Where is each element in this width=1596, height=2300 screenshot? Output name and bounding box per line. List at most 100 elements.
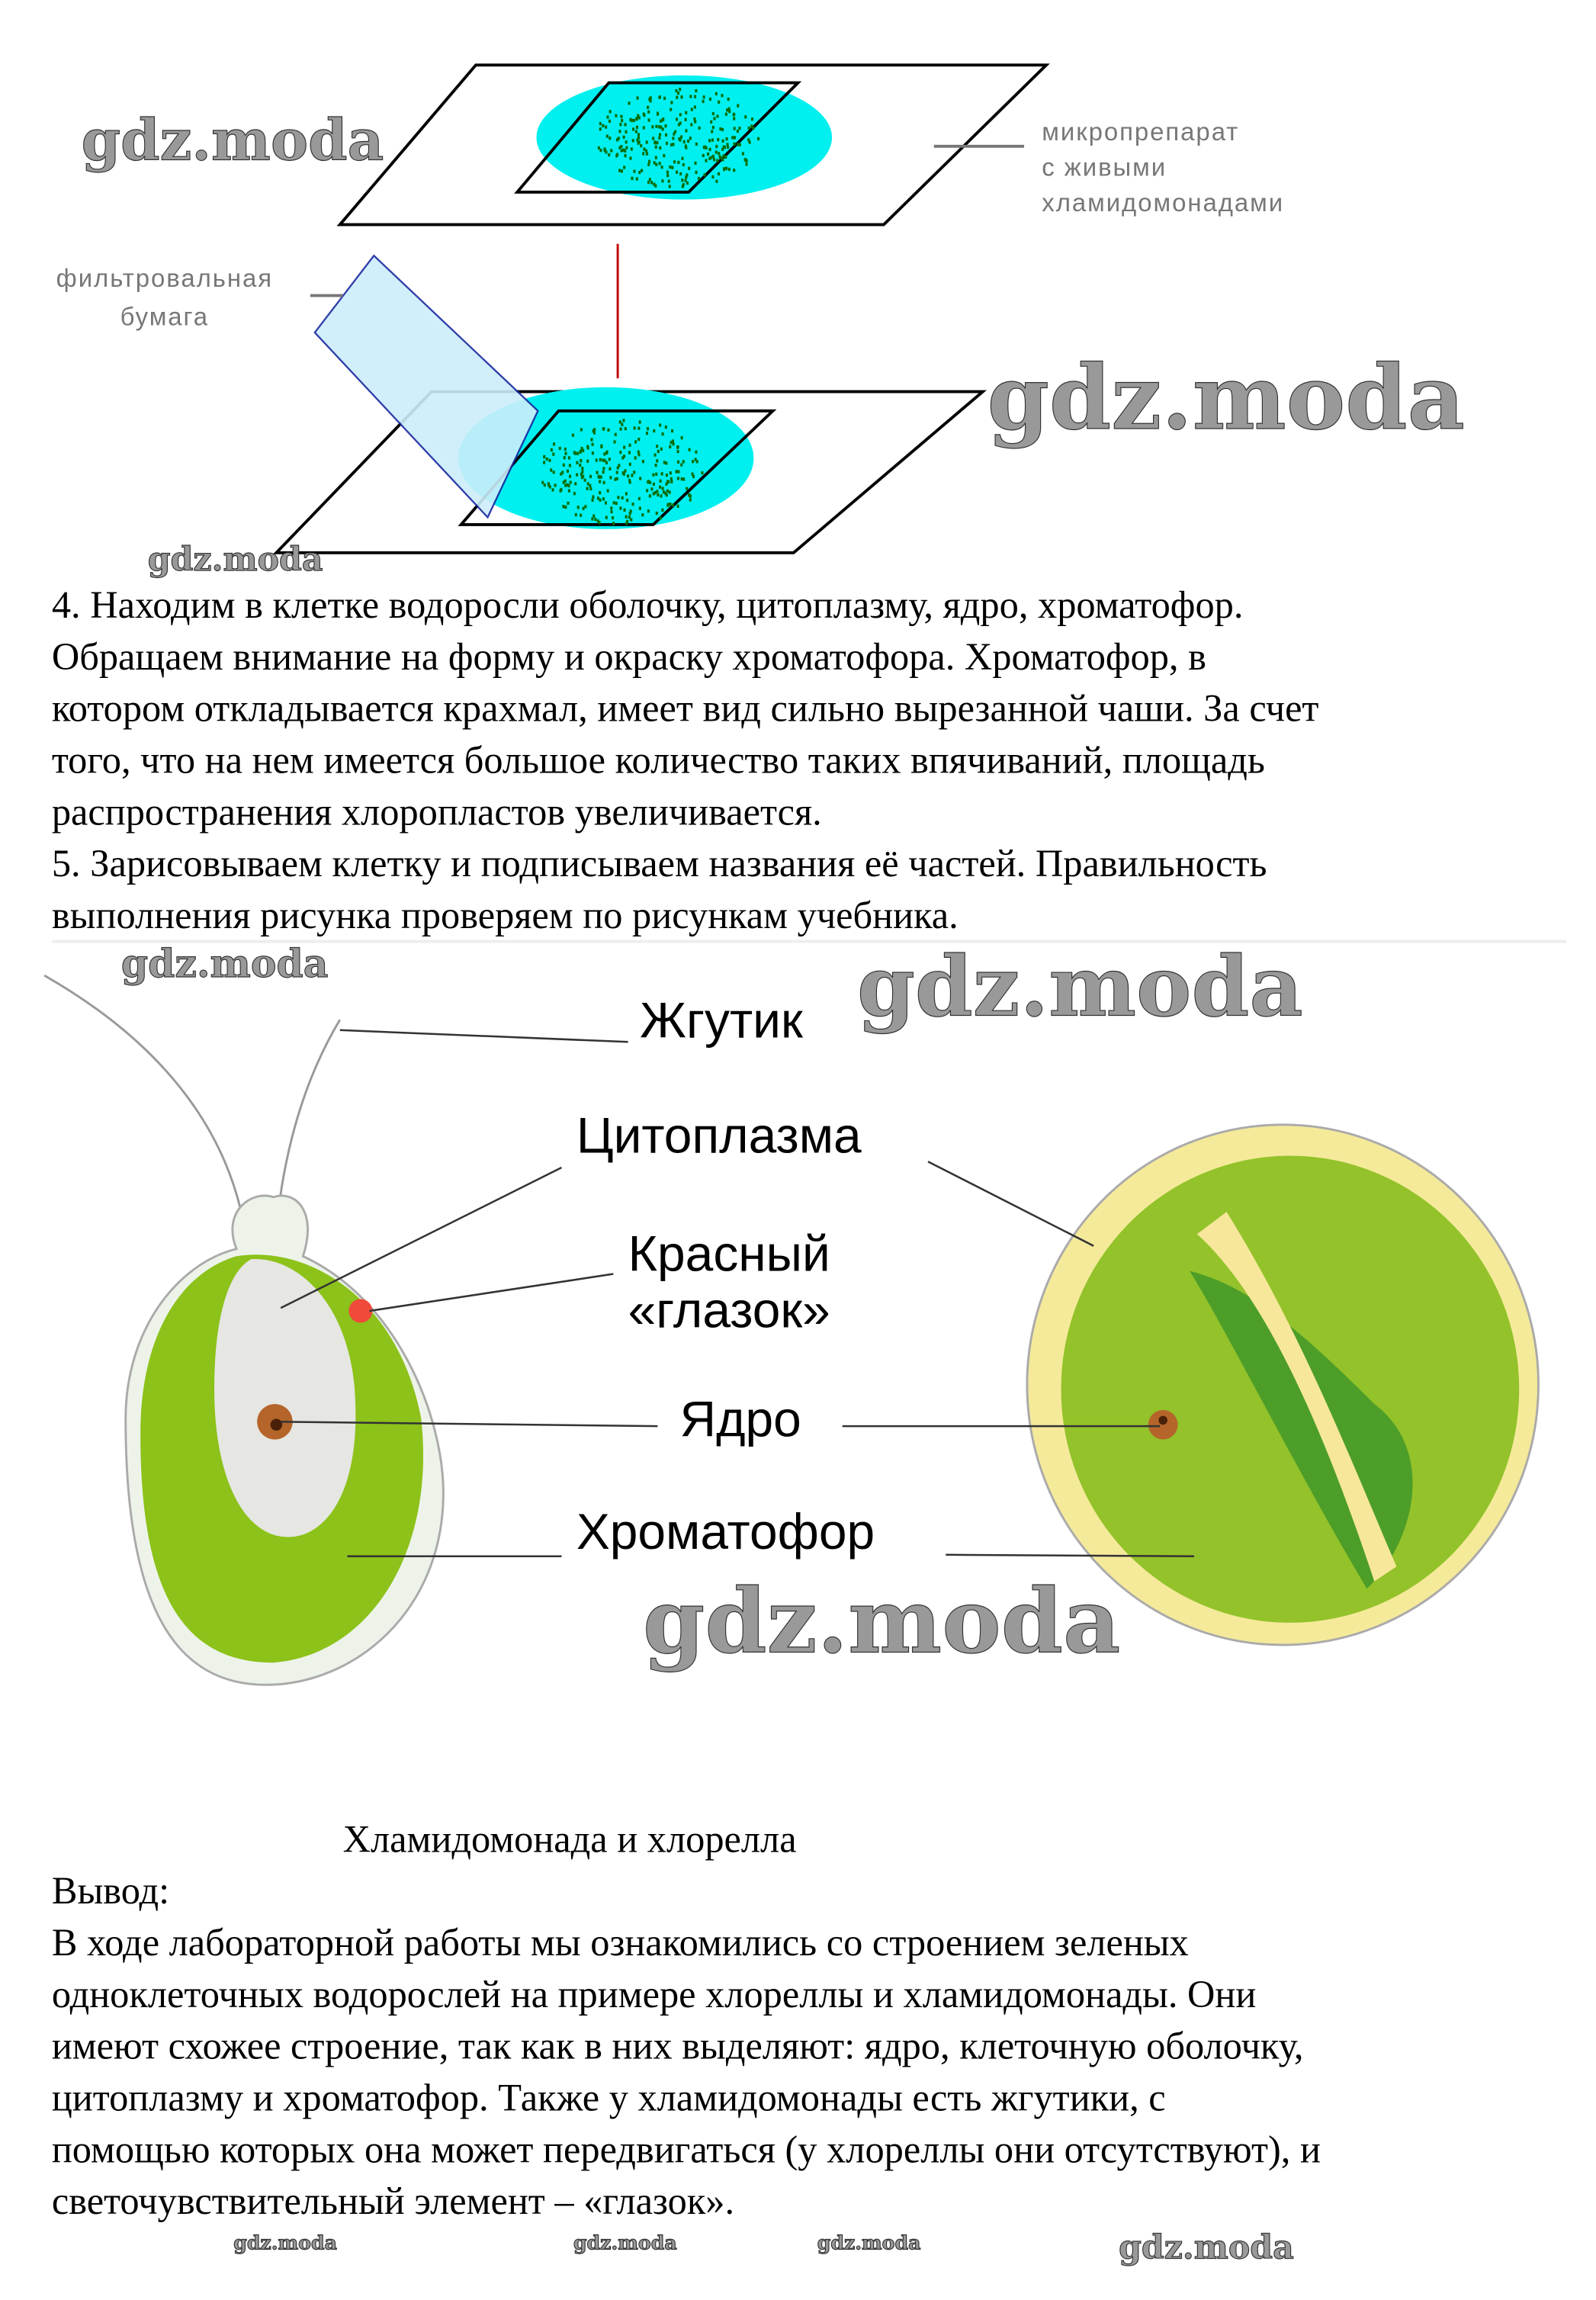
algae-dot — [567, 501, 570, 506]
algae-dot — [637, 437, 641, 442]
algae-dot — [661, 179, 664, 183]
algae-dot — [548, 458, 551, 462]
algae-dot — [664, 425, 667, 429]
algae-dot — [654, 184, 657, 188]
algae-dot — [659, 423, 662, 427]
filter-paper — [313, 254, 539, 519]
algae-dot — [648, 178, 651, 181]
algae-dot — [675, 470, 678, 474]
algae-dot — [672, 503, 675, 507]
algae-dot — [580, 513, 583, 517]
algae-dot — [738, 127, 741, 130]
algae-dot — [636, 96, 639, 100]
algae-dot — [551, 488, 554, 492]
algae-dot — [603, 452, 606, 456]
algae-dot — [719, 127, 722, 131]
algae-dot — [618, 464, 621, 467]
algae-dot — [750, 124, 753, 128]
algae-dot — [727, 167, 731, 172]
algae-dot — [679, 113, 682, 117]
algae-dot — [675, 170, 679, 174]
algae-dot — [654, 145, 657, 149]
algae-dot — [665, 482, 668, 486]
watermark: gdz.moda — [856, 938, 1303, 1036]
algae-dot — [752, 126, 755, 130]
algae-dot — [574, 482, 577, 486]
algae-dot — [686, 173, 689, 177]
algae-dot — [591, 517, 594, 521]
algae-dot — [658, 133, 662, 137]
algae-dot — [679, 87, 682, 92]
algae-dot — [628, 480, 631, 484]
algae-dot — [685, 175, 688, 179]
algae-dot — [625, 492, 628, 496]
algae-dot — [650, 181, 653, 185]
algae-dot — [633, 169, 636, 173]
algae-dot — [624, 154, 627, 158]
algae-dot — [598, 521, 601, 525]
algae-dot — [688, 448, 691, 451]
algae-dot — [631, 474, 634, 477]
algae-dot — [661, 127, 664, 131]
algae-dot — [564, 483, 567, 487]
algae-dot — [655, 511, 658, 516]
algae-dot — [633, 471, 636, 474]
algae-dot — [668, 185, 671, 188]
algae-dot — [647, 509, 650, 513]
algae-dot — [621, 422, 624, 426]
algae-dot — [619, 506, 622, 510]
algae-dot — [679, 172, 682, 176]
algae-dot — [721, 158, 724, 162]
algae-dot — [670, 143, 673, 147]
algae-dot — [711, 138, 714, 142]
algae-dot — [677, 123, 680, 127]
algae-dot — [670, 441, 673, 445]
algae-dot — [586, 459, 589, 463]
algae-dot — [698, 126, 701, 130]
algae-dot — [580, 459, 583, 463]
algae-dot — [609, 110, 612, 114]
algae-dot — [592, 429, 595, 433]
algae-dot — [652, 137, 655, 140]
algae-dot — [605, 134, 609, 138]
label-nucleus: Ядро — [679, 1392, 801, 1449]
algae-dot — [672, 143, 675, 146]
algae-dot — [656, 445, 659, 448]
algae-dot — [684, 117, 687, 121]
algae-dot — [680, 435, 683, 440]
algae-dot — [586, 482, 589, 486]
algae-dot — [599, 127, 602, 131]
algae-dot — [621, 496, 624, 500]
algae-dot — [592, 514, 596, 518]
algae-dot — [641, 513, 644, 517]
algae-dot — [582, 448, 585, 452]
algae-dot — [603, 147, 606, 151]
algae-dot — [618, 169, 621, 172]
algae-dot — [599, 149, 602, 153]
algae-dot — [576, 461, 579, 464]
algae-dot — [637, 496, 641, 500]
algae-dot — [589, 487, 592, 491]
algae-dot — [694, 95, 697, 98]
algae-dot — [647, 105, 650, 109]
algae-dot — [647, 480, 650, 483]
algae-dot — [747, 126, 750, 130]
algae-dot — [692, 474, 695, 479]
algae-dot — [566, 483, 569, 487]
algae-dot — [612, 522, 615, 525]
algae-dot — [586, 487, 589, 490]
algae-dot — [702, 99, 705, 104]
algae-dot — [591, 498, 594, 502]
algae-dot — [608, 458, 611, 461]
algae-dot — [675, 117, 679, 121]
algae-dot — [693, 117, 696, 121]
algae-dot — [647, 180, 650, 185]
algae-dot — [659, 479, 662, 483]
algae-dot — [713, 117, 716, 120]
algae-dot — [655, 162, 658, 166]
filter-paper-label-line: фильтровальная — [56, 264, 274, 293]
algae-dot — [658, 162, 661, 165]
algae-dot — [637, 450, 640, 454]
algae-dot — [721, 127, 724, 132]
